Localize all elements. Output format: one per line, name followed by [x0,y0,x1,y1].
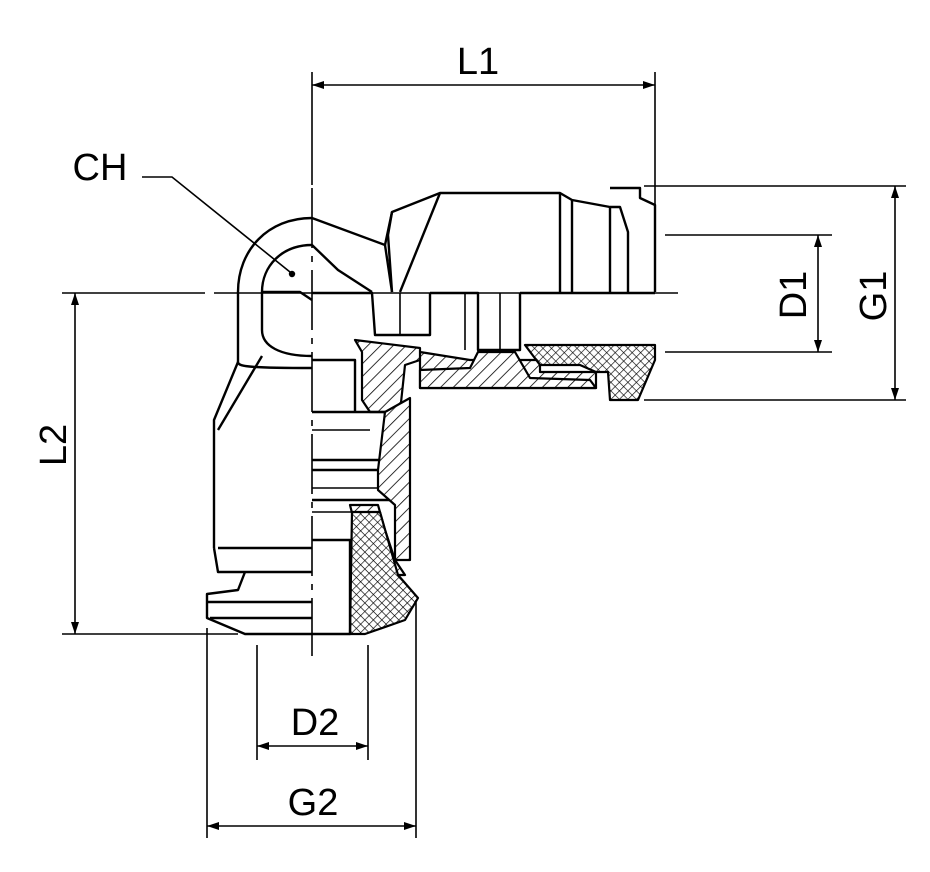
dim-label-l1: L1 [457,41,499,83]
dim-label-ch: CH [73,147,128,189]
ch-leader [142,176,296,278]
dim-label-l2: L2 [33,424,75,466]
fitting-exterior [205,186,657,636]
dim-label-g2: G2 [288,782,339,824]
dimension-lines [62,72,906,838]
dim-label-g1: G1 [853,271,895,322]
dim-label-d2: D2 [291,702,340,744]
fitting-section [312,291,657,636]
center-lines [214,188,678,656]
dim-label-d1: D1 [773,271,815,320]
